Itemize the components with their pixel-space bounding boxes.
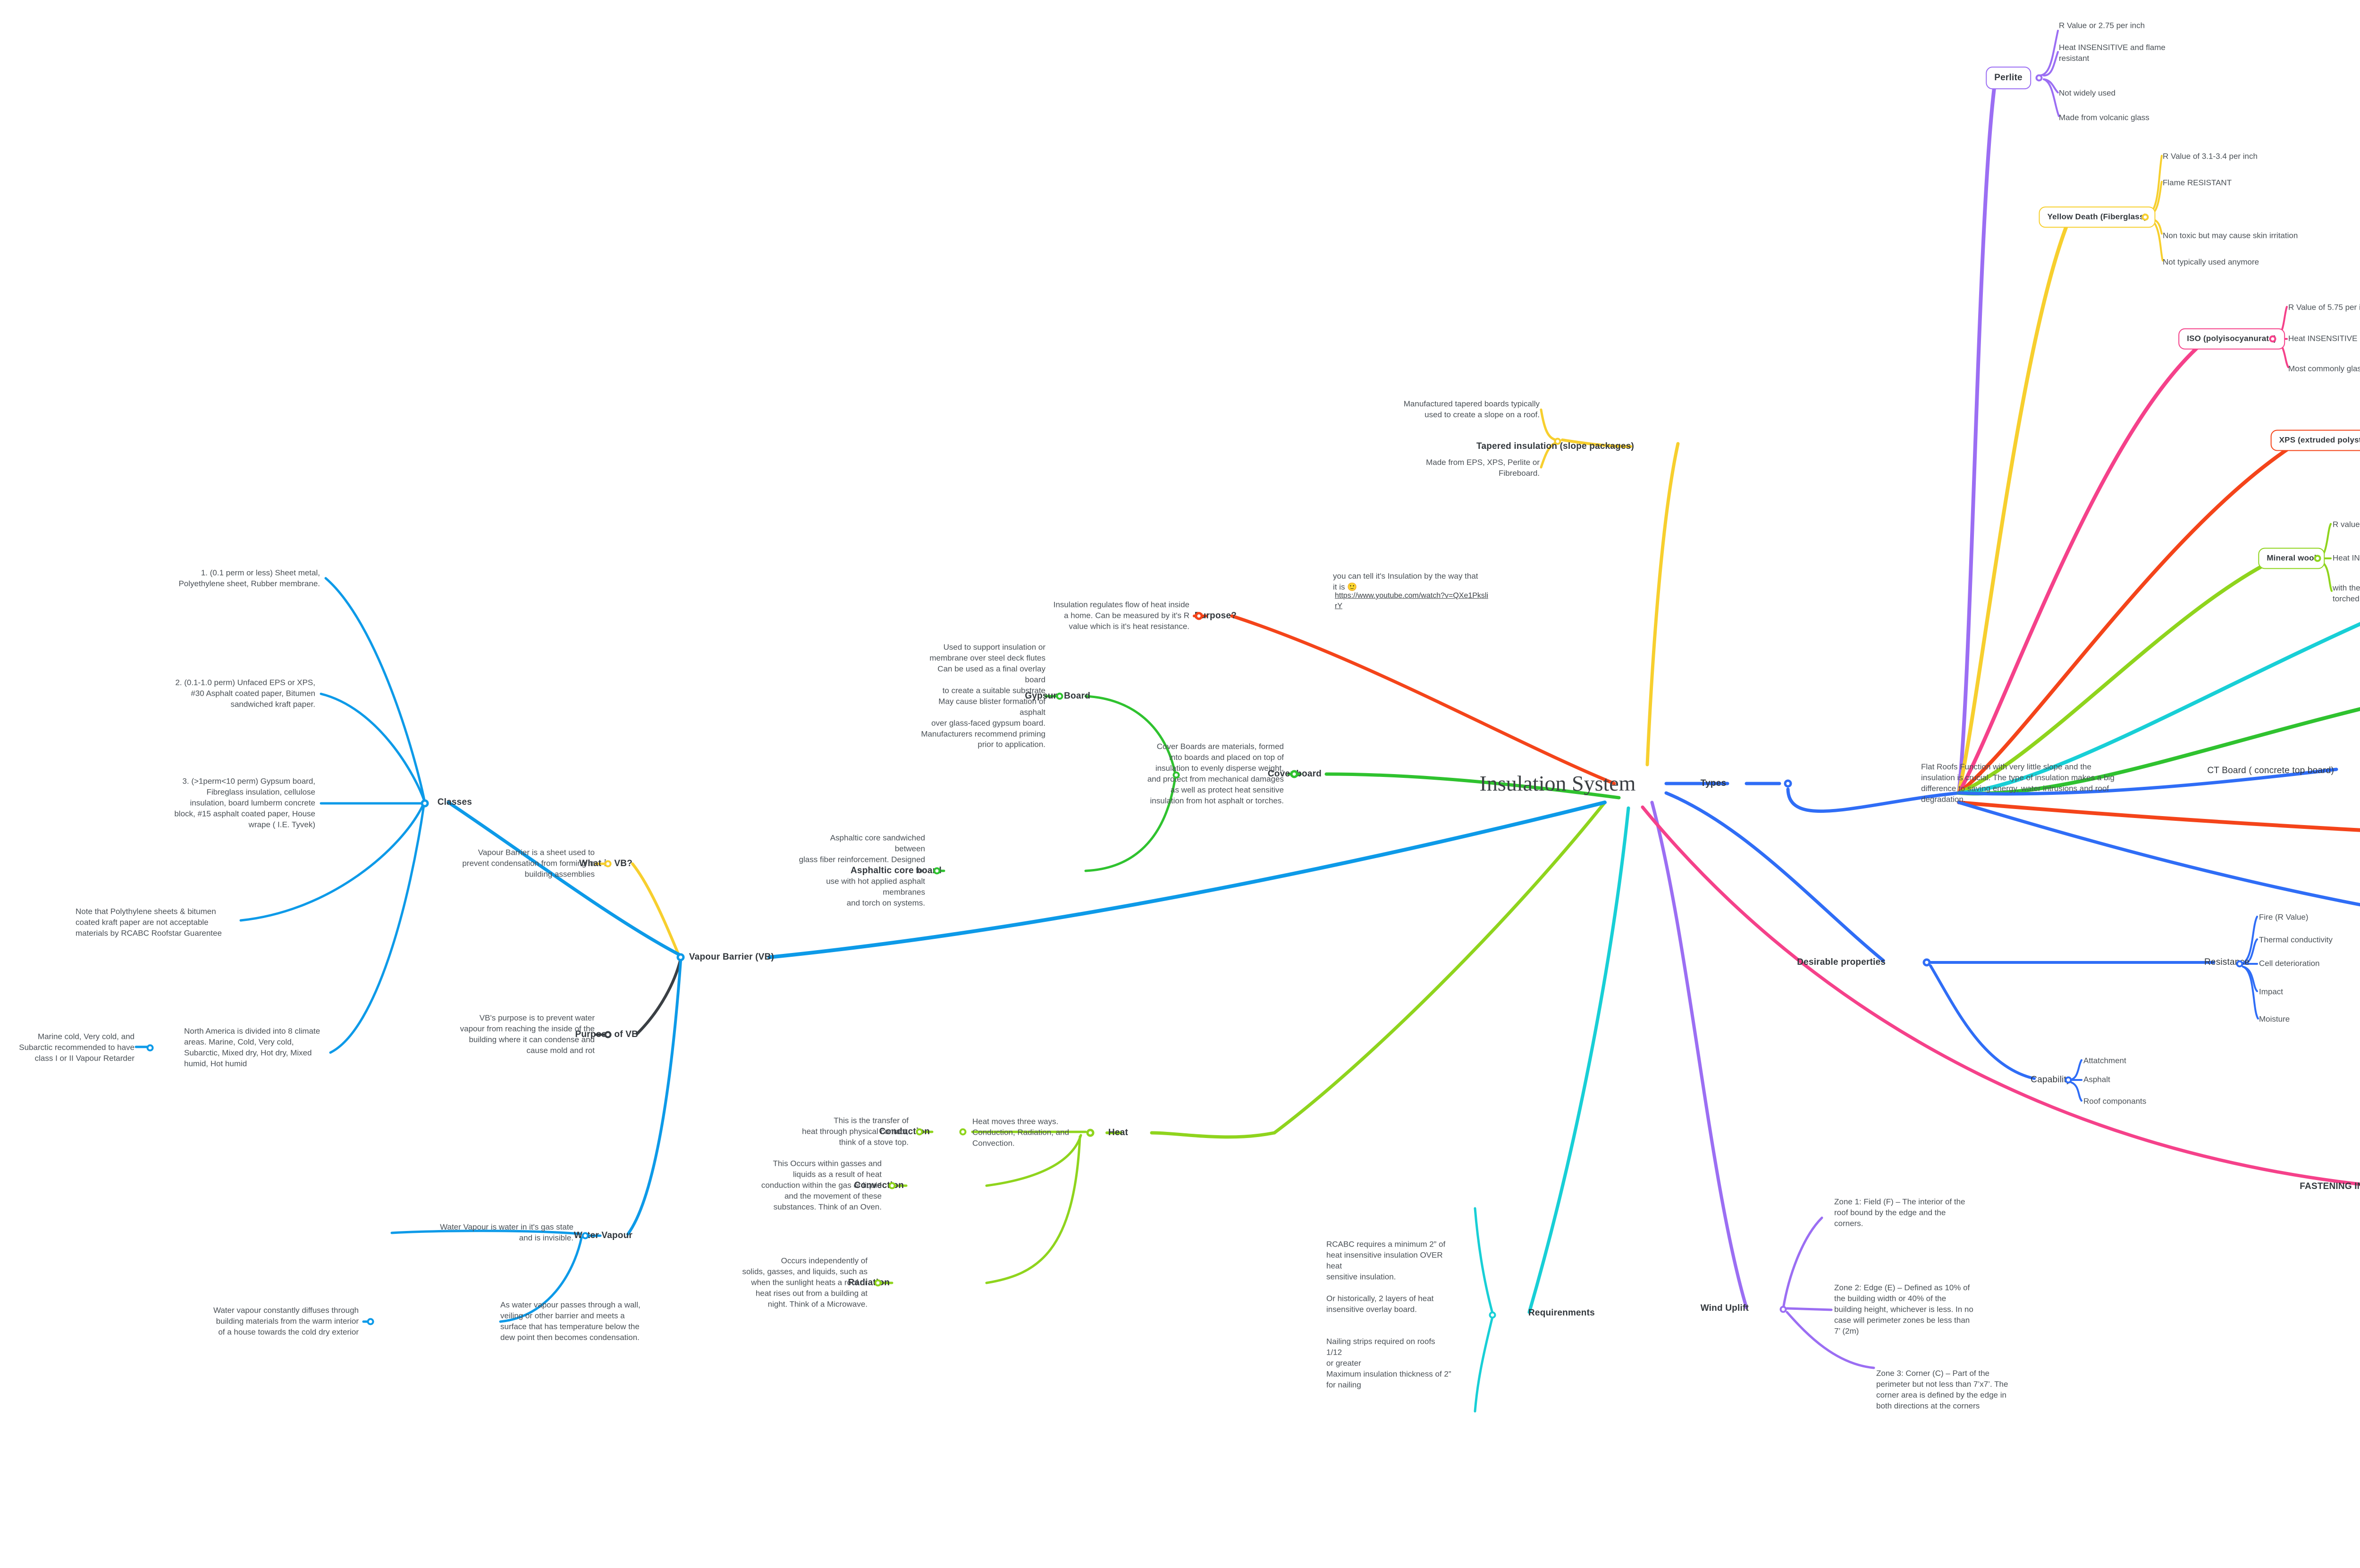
capability-hub-dot[interactable]	[2065, 1076, 2072, 1084]
purpose-of-vb-leaf: VB's purpose is to prevent water vapour …	[460, 1013, 595, 1055]
resistance-hub-dot[interactable]	[2236, 960, 2243, 968]
wind-uplift-leaf-1: Zone 1: Field (F) – The interior of the …	[1834, 1197, 1965, 1228]
desirable-hub-dot[interactable]	[1922, 958, 1931, 967]
mineral-wool-hub-dot[interactable]	[2314, 555, 2321, 562]
classes-leaf-3: 3. (>1perm<10 perm) Gypsum board, Fibreg…	[174, 776, 315, 829]
wind-uplift-leaf-2: Zone 2: Edge (E) – Defined as 10% of the…	[1834, 1283, 1973, 1336]
classes-hub-dot[interactable]	[421, 799, 429, 808]
heat-description: Heat moves three ways. Conduction, Radia…	[972, 1117, 1070, 1148]
conduction-hub-dot[interactable]	[916, 1128, 923, 1136]
asphaltic-core-board-leaf: Asphaltic core sandwiched between glass …	[799, 833, 925, 908]
fiberglass-hub-dot[interactable]	[2141, 213, 2149, 221]
resistance-leaf-1: Fire (R Value)	[2259, 912, 2309, 922]
mineral-wool-leaf-3: with the appropriate facer may be torche…	[2333, 583, 2360, 603]
branch-wind-uplift-label[interactable]: Wind Uplift	[1700, 1303, 1749, 1314]
conduction-leaf: This is the transfer of heat through phy…	[802, 1116, 909, 1147]
water-vapour-leaf: Water Vapour is water in it's gas state …	[440, 1222, 573, 1242]
purpose-hub-dot[interactable]	[1195, 612, 1203, 620]
resistance-leaf-2: Thermal conductivity	[2259, 935, 2333, 944]
wind-uplift-leaf-3: Zone 3: Corner (C) – Part of the perimet…	[1876, 1369, 2008, 1410]
water-vapour-sub-hub-dot[interactable]	[367, 1318, 374, 1325]
branch-heat-label[interactable]: Heat	[1108, 1128, 1128, 1138]
iso-leaf-2: Heat INSENSITIVE	[2288, 334, 2358, 343]
iso-leaf-1: R Value of 5.75 per inch	[2288, 303, 2360, 312]
water-vapour-hub-dot[interactable]	[582, 1232, 589, 1239]
mineral-wool-leaf-1: R value of 3.5 per inch	[2333, 520, 2360, 529]
types-hub-dot[interactable]	[1784, 779, 1792, 788]
node-fiberglass[interactable]: Yellow Death (Fiberglass)	[2039, 206, 2156, 228]
types-description: Flat Roofs Function with very little slo…	[1921, 762, 2115, 804]
node-xps[interactable]: XPS (extruded polyststyrene)	[2270, 430, 2360, 451]
purpose-leaf: Insulation regulates flow of heat inside…	[1053, 600, 1189, 631]
iso-hub-dot[interactable]	[2269, 335, 2276, 343]
classes-leaf-4: Note that Polythylene sheets & bitumen c…	[76, 907, 222, 938]
perlite-hub-dot[interactable]	[2035, 74, 2043, 82]
fiberglass-leaf-4: Not typically used anymore	[2163, 257, 2259, 267]
water-vapour-sub-left: Water vapour constantly diffuses through…	[213, 1306, 359, 1337]
iso-leaf-3: Most commonly glass facer	[2288, 364, 2360, 373]
classes-leaf-1: 1. (0.1 perm or less) Sheet metal, Polye…	[178, 568, 320, 588]
mineral-wool-leaf-2: Heat INSENSITIVE	[2333, 553, 2360, 563]
heat-label-dot[interactable]	[1086, 1129, 1095, 1137]
gypsum-board-leaf: Used to support insulation or membrane o…	[921, 642, 1045, 749]
climate-hub-dot[interactable]	[146, 1044, 154, 1052]
node-ct-board[interactable]: CT Board ( concrete top board)	[2207, 766, 2334, 776]
branch-cover-board-label[interactable]: Cover board	[1267, 769, 1322, 779]
branch-types-label[interactable]: Types	[1700, 778, 1727, 789]
tapered-leaf-2: Made from EPS, XPS, Perlite or Fibreboar…	[1426, 458, 1540, 478]
tapered-leaf-1: Manufactured tapered boards typically us…	[1403, 399, 1540, 419]
branch-requirements-label[interactable]: Requirenments	[1528, 1308, 1595, 1318]
youtube-link[interactable]: https://www.youtube.com/watch?v=QXe1Pksl…	[1335, 591, 1489, 610]
heat-hub-dot[interactable]	[959, 1128, 967, 1136]
water-vapour-sub-right: As water vapour passes through a wall, v…	[500, 1300, 641, 1342]
perlite-leaf-3: Not widely used	[2059, 88, 2116, 98]
fiberglass-leaf-3: Non toxic but may cause skin irritation	[2163, 231, 2298, 240]
cover-board-label-dot[interactable]	[1290, 770, 1298, 778]
convection-hub-dot[interactable]	[888, 1182, 896, 1189]
node-mineral-wool[interactable]: Mineral wool	[2258, 548, 2325, 569]
branch-tapered-label[interactable]: Tapered insulation (slope packages)	[1476, 441, 1634, 452]
youtube-note-text: you can tell it's Insulation by the way …	[1333, 572, 1478, 591]
capability-leaf-3: Roof componants	[2083, 1096, 2147, 1106]
perlite-leaf-2: Heat INSENSITIVE and flame resistant	[2059, 43, 2166, 63]
requirements-leaf: RCABC requires a minimum 2” of heat inse…	[1326, 1239, 1451, 1390]
resistance-leaf-3: Cell deterioration	[2259, 959, 2320, 968]
fiberglass-leaf-2: Flame RESISTANT	[2163, 178, 2232, 187]
radiation-leaf: Occurs independently of solids, gasses, …	[742, 1256, 868, 1309]
asphaltic-core-board-hub-dot[interactable]	[933, 867, 941, 875]
perlite-leaf-1: R Value or 2.75 per inch	[2059, 21, 2145, 30]
node-gypsum-board[interactable]: Gypsum Board	[1025, 691, 1090, 701]
fiberglass-leaf-1: R Value of 3.1-3.4 per inch	[2163, 152, 2258, 161]
branch-classes-label[interactable]: Classes	[437, 797, 472, 808]
resistance-leaf-5: Moisture	[2259, 1014, 2290, 1024]
capability-leaf-1: Attatchment	[2083, 1056, 2126, 1065]
classes-leaf-2: 2. (0.1-1.0 perm) Unfaced EPS or XPS, #3…	[175, 678, 315, 709]
classes-climate-node: North America is divided into 8 climate …	[184, 1027, 320, 1068]
node-perlite[interactable]: Perlite	[1986, 67, 2031, 89]
root-node[interactable]: Insulation System	[1479, 771, 1636, 795]
cover-board-hub-dot[interactable]	[1172, 771, 1180, 779]
tapered-hub-dot[interactable]	[1554, 438, 1561, 445]
perlite-leaf-4: Made from volcanic glass	[2059, 113, 2149, 122]
requirements-hub-dot[interactable]	[1489, 1311, 1496, 1319]
what-is-vb-leaf: Vapour Barrier is a sheet used to preven…	[462, 848, 595, 879]
convection-leaf: This Occurs within gasses and liquids as…	[761, 1159, 882, 1212]
what-is-vb-hub-dot[interactable]	[604, 860, 612, 868]
resistance-leaf-4: Impact	[2259, 987, 2284, 996]
radiation-hub-dot[interactable]	[874, 1279, 882, 1287]
gypsum-board-hub-dot[interactable]	[1056, 692, 1063, 700]
node-iso[interactable]: ISO (polyisocyanurate)	[2178, 328, 2285, 350]
cover-board-description: Cover Boards are materials, formed into …	[1147, 742, 1284, 805]
node-capability[interactable]: Capability	[2031, 1075, 2071, 1085]
wind-uplift-hub-dot[interactable]	[1779, 1306, 1787, 1313]
branch-purpose-label[interactable]: Purpose?	[1194, 611, 1237, 621]
vapour-barrier-hub-dot[interactable]	[676, 953, 685, 961]
branch-fastening-label[interactable]: FASTENING INSULATION	[2300, 1181, 2360, 1192]
branch-desirable-properties-label[interactable]: Desirable properties	[1797, 957, 1886, 968]
capability-leaf-2: Asphalt	[2083, 1075, 2110, 1084]
branch-vapour-barrier-label[interactable]: Vapour Barrier (VB)	[689, 952, 774, 962]
purpose-of-vb-hub-dot[interactable]	[604, 1031, 612, 1038]
classes-climate-leaf: Marine cold, Very cold, and Subarctic re…	[19, 1032, 135, 1063]
node-purpose-of-vb[interactable]: Purpose of VB	[575, 1029, 638, 1040]
